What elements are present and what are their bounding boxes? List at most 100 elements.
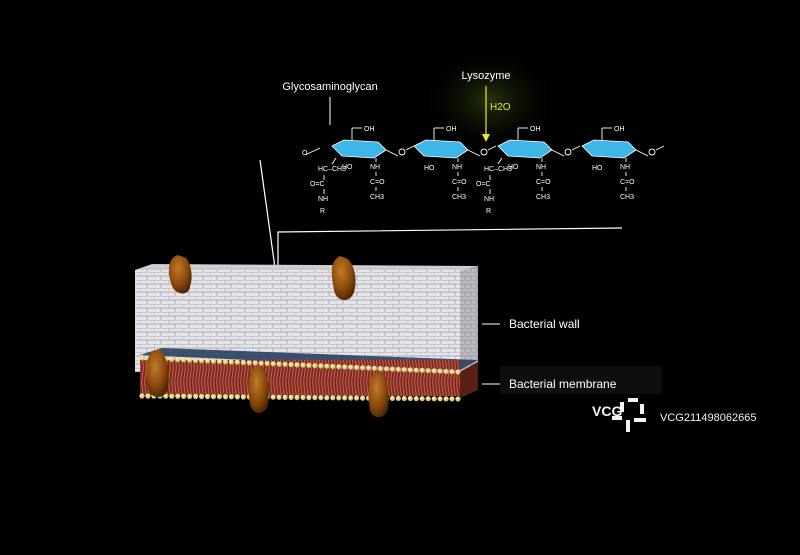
lipid-head: [312, 395, 318, 401]
lipid-head: [139, 355, 145, 361]
lipid-head: [449, 396, 455, 402]
sugar-ring: [413, 139, 469, 159]
lipid-head: [175, 357, 181, 363]
lipid-head: [419, 396, 425, 402]
lipid-head: [395, 366, 401, 372]
lipid-head: [449, 369, 455, 375]
lipid-head: [163, 393, 169, 399]
membrane-head-row-top: [139, 355, 461, 375]
lipid-head: [234, 359, 240, 365]
lipid-head: [175, 393, 181, 399]
glycosidic-o: [648, 148, 656, 156]
lipid-head: [246, 360, 252, 366]
chem-r: R: [320, 208, 325, 215]
lipid-head: [240, 359, 246, 366]
lipid-head: [270, 361, 276, 367]
lipid-head: [228, 359, 234, 365]
lipid-head: [342, 395, 348, 401]
lipid-head: [193, 393, 199, 400]
lipid-head: [222, 394, 229, 400]
sugar-unit: [489, 127, 581, 194]
sugar-ring: [581, 139, 637, 159]
lipid-head: [330, 363, 336, 370]
chem-nh: NH: [536, 164, 546, 171]
chem-ho: HO: [592, 165, 603, 172]
chem-ho: HO: [424, 165, 435, 172]
lipid-head: [205, 394, 211, 400]
vcg-id-text: VCG211498062665: [660, 412, 756, 424]
chem-o-c: O=C: [476, 181, 491, 188]
lipid-head: [443, 396, 449, 402]
lipid-head: [282, 361, 288, 367]
glycosidic-o: [480, 148, 488, 156]
lipid-head: [294, 362, 300, 368]
lipid-head: [401, 395, 407, 402]
chem-ho: HO: [342, 164, 353, 171]
chem-nh: NH: [370, 164, 380, 171]
chem-oh: OH: [614, 126, 625, 133]
lipid-head: [288, 394, 294, 400]
lipid-head: [354, 364, 360, 371]
chem-c-o: C=O: [370, 179, 385, 186]
sugar-unit: [581, 127, 665, 191]
lipid-head: [324, 395, 330, 401]
lipid-head: [205, 358, 211, 364]
lipid-head: [169, 356, 175, 362]
wall-protein-2: [331, 256, 356, 301]
lipid-head: [222, 359, 229, 365]
lipid-head: [455, 369, 461, 375]
lipid-head: [401, 367, 407, 373]
chem-ch3: CH3: [536, 194, 550, 201]
lipid-head: [139, 393, 145, 399]
wall-pointer-line-left: [259, 159, 276, 269]
lipid-head: [425, 368, 431, 374]
lipid-head: [288, 362, 294, 368]
lipid-head: [187, 393, 193, 400]
lipid-head: [389, 366, 395, 372]
glycosidic-o: [564, 148, 572, 156]
lipid-head: [306, 395, 312, 401]
chem-nh-r: NH: [318, 196, 328, 203]
lipid-head: [336, 395, 342, 401]
membrane-protein-1: [146, 350, 169, 397]
lipid-head: [360, 395, 366, 401]
lipid-head: [210, 358, 217, 364]
lipid-head: [264, 360, 270, 367]
sugar-ring: [497, 139, 553, 159]
lipid-head: [366, 365, 372, 371]
lipid-head: [425, 396, 431, 402]
lipid-head: [282, 394, 288, 400]
lipid-head: [354, 395, 360, 401]
lipid-head: [252, 360, 258, 366]
lipid-head: [300, 362, 306, 368]
vcg-logo-icon: [612, 398, 646, 432]
label-lysozyme: Lysozyme: [461, 70, 510, 82]
sugar-ring: [331, 139, 387, 159]
label-glycosaminoglycan: Glycosaminoglycan: [282, 81, 377, 93]
bacterial-wall-side: [460, 266, 478, 372]
lipid-head: [336, 364, 342, 370]
lipid-head: [318, 395, 324, 401]
lipid-head: [145, 393, 151, 399]
chem-oh: OH: [446, 126, 457, 133]
lipid-head: [234, 394, 240, 400]
lipid-head: [187, 357, 193, 363]
chem-ch3: CH3: [620, 194, 634, 201]
lipid-head: [300, 394, 306, 401]
lipid-head: [342, 364, 348, 370]
lipid-head: [181, 357, 187, 363]
label-water: H2O: [490, 102, 511, 113]
lysozyme-arrowhead-icon: [482, 134, 490, 142]
chem-nh: NH: [620, 164, 630, 171]
vcg-watermark: VCG VCG211498062665: [592, 398, 756, 432]
lipid-head: [181, 393, 187, 399]
lipid-head: [431, 396, 437, 402]
chem-ch3: CH3: [452, 194, 466, 201]
lipid-head: [306, 362, 312, 368]
lipid-head: [199, 358, 205, 364]
lipid-head: [455, 396, 461, 402]
chem-r: R: [486, 208, 491, 215]
glycosaminoglycan-chain: OOHNHC=OCH3HOHC–CH3O=CNHROHNHC=OCH3HOOHN…: [302, 126, 665, 215]
